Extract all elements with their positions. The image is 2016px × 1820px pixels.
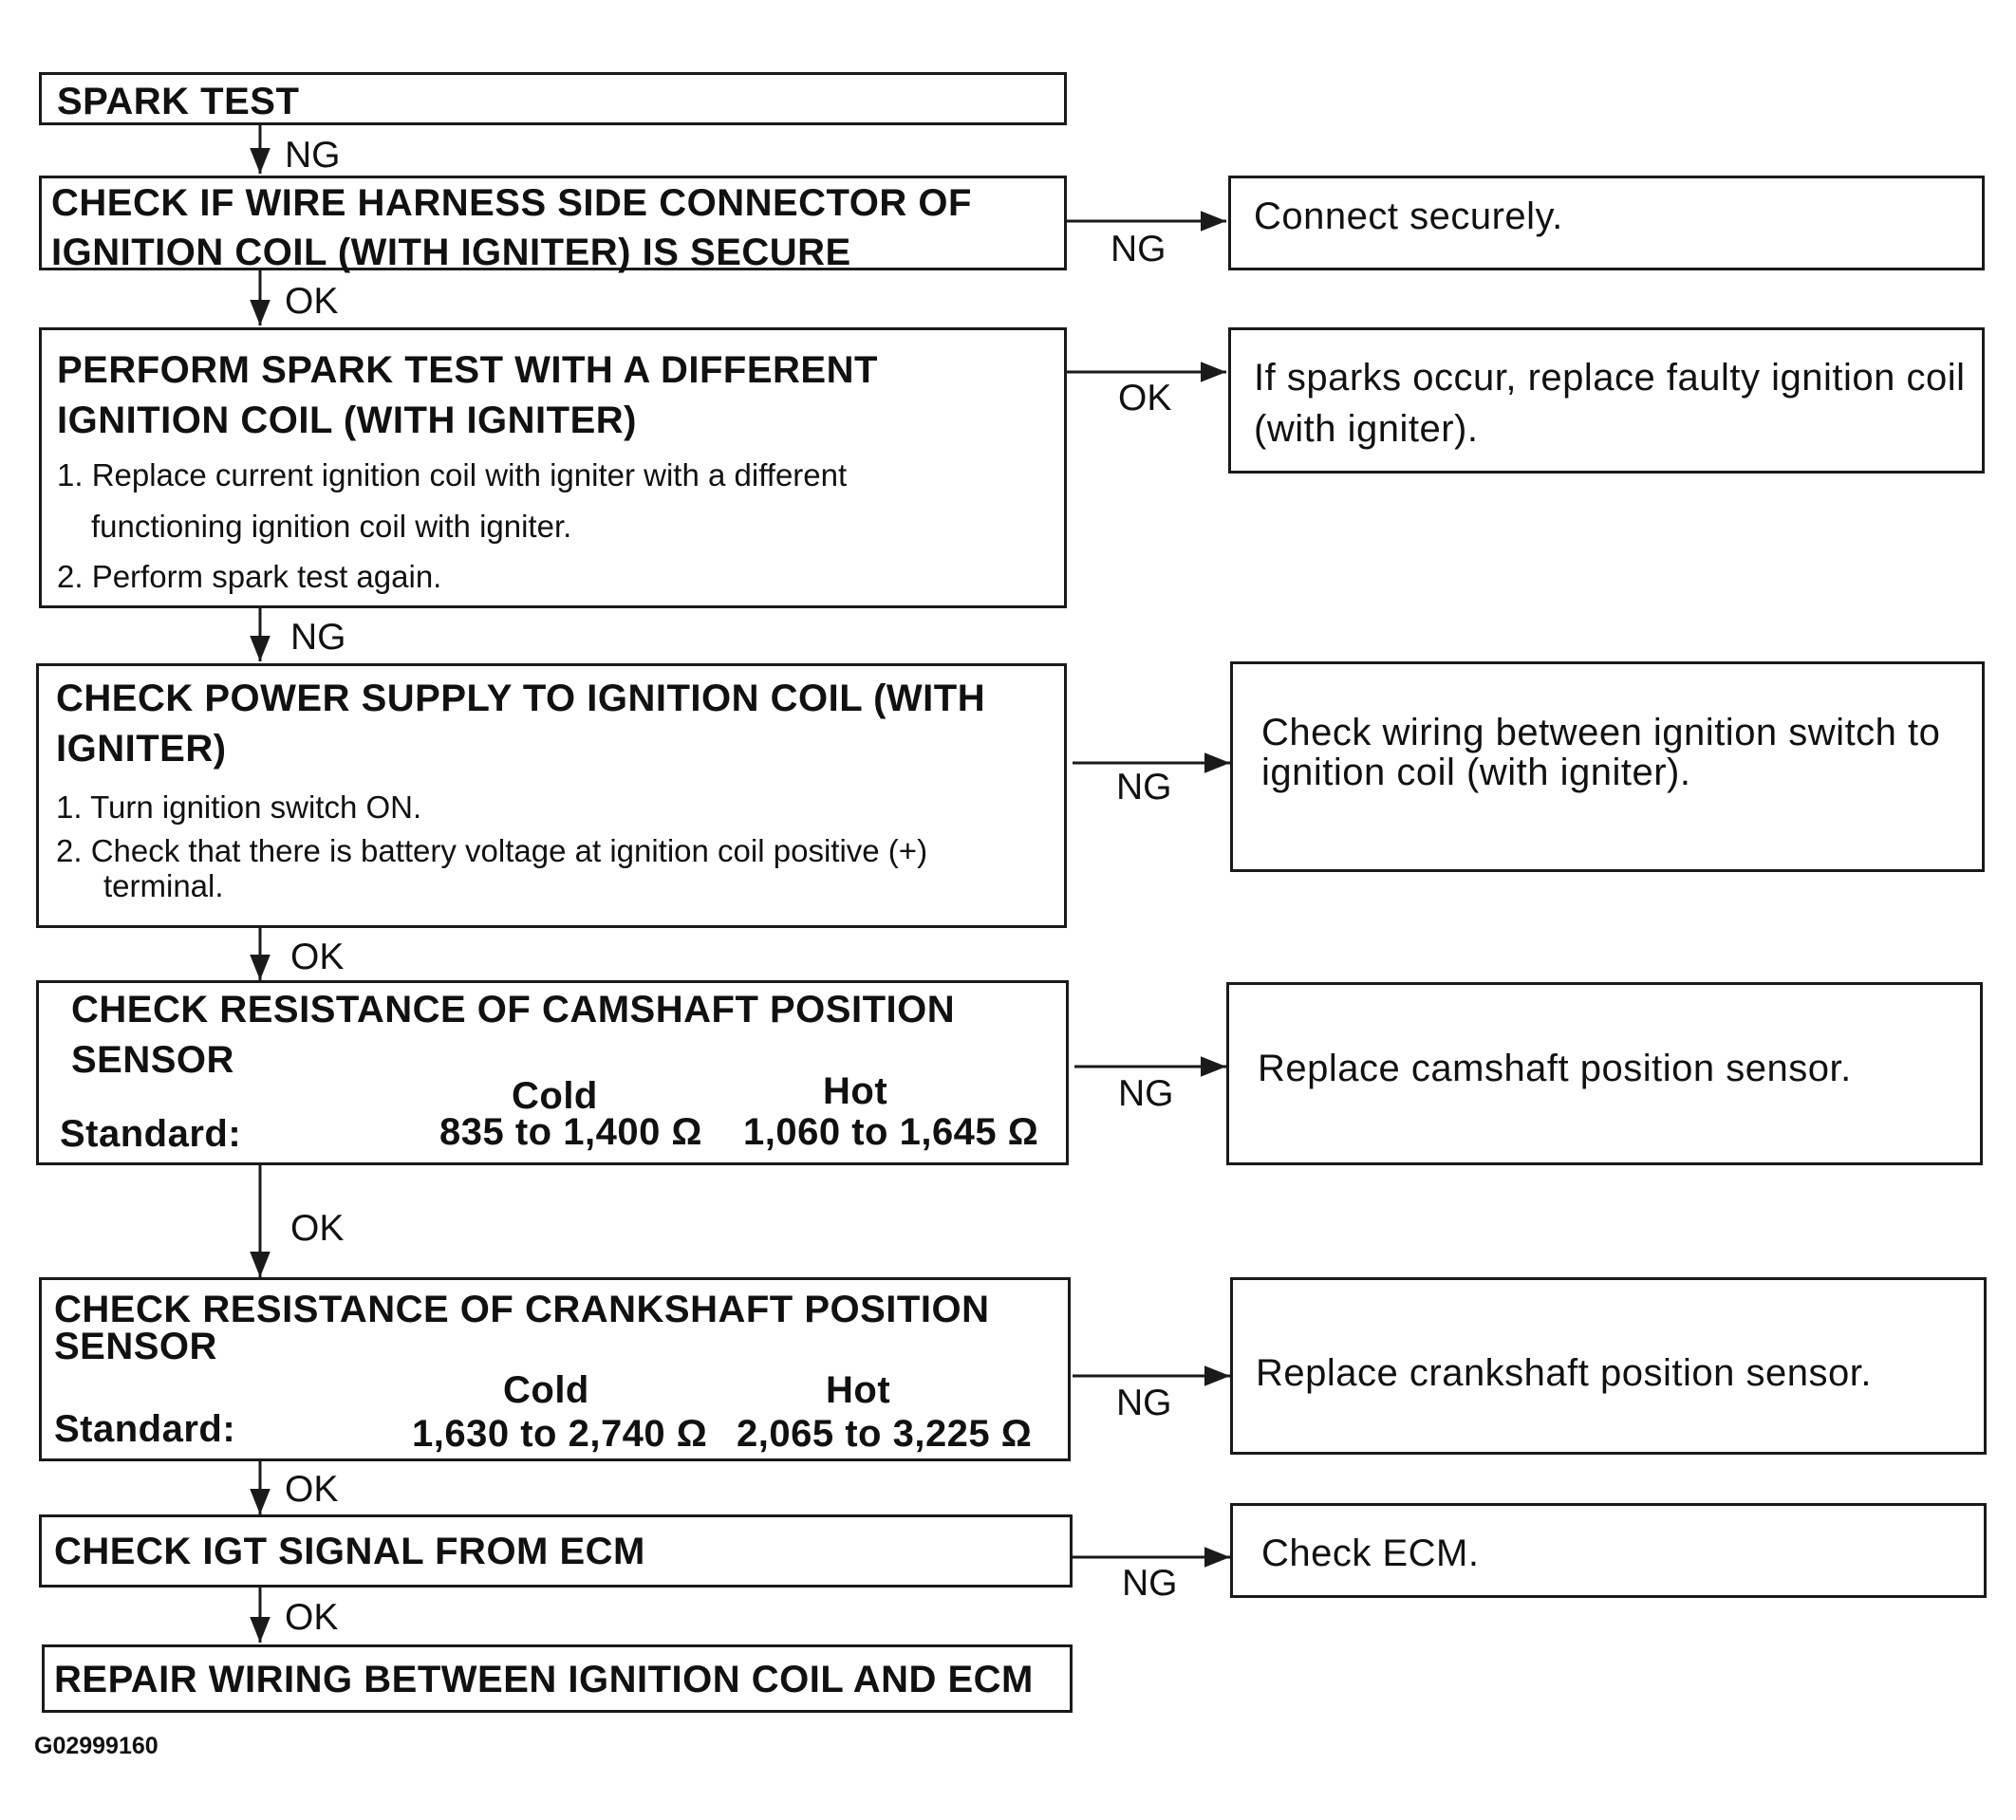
label-ng-1: NG <box>285 135 341 176</box>
step-title-line2: SENSOR <box>71 1039 234 1081</box>
step-title: REPAIR WIRING BETWEEN IGNITION COIL AND … <box>54 1659 1034 1700</box>
step-instruction-2b: terminal. <box>103 868 224 903</box>
result-connect-securely: Connect securely. <box>1228 176 1985 270</box>
result-text-line2: (with igniter). <box>1254 408 1479 450</box>
label-ok-5: OK <box>285 1597 339 1638</box>
step-check-connector: CHECK IF WIRE HARNESS SIDE CONNECTOR OF … <box>39 176 1067 273</box>
label-side-ng-5: NG <box>1122 1563 1178 1604</box>
step-instruction-1: 1. Turn ignition switch ON. <box>56 789 422 825</box>
label-side-ok: OK <box>1118 378 1172 418</box>
result-text-line1: Check wiring between ignition switch to <box>1261 712 1941 753</box>
label-ok-2: OK <box>290 937 345 977</box>
result-text: Replace crankshaft position sensor. <box>1256 1352 1872 1394</box>
label-ok-4: OK <box>285 1469 339 1510</box>
label-side-ng-2: NG <box>1116 767 1172 808</box>
step-check-power-supply: CHECK POWER SUPPLY TO IGNITION COIL (WIT… <box>36 663 1067 928</box>
cold-resistance-value: 1,630 to 2,740 Ω <box>412 1413 708 1455</box>
cold-header: Cold <box>503 1369 589 1411</box>
result-replace-ignition-coil: If sparks occur, replace faulty ignition… <box>1228 327 1985 474</box>
hot-resistance-value: 2,065 to 3,225 Ω <box>737 1413 1033 1455</box>
result-check-ecm: Check ECM. <box>1230 1503 1987 1598</box>
label-ng-2: NG <box>290 617 346 658</box>
label-ok-1: OK <box>285 281 339 322</box>
hot-resistance-value: 1,060 to 1,645 Ω <box>743 1111 1039 1153</box>
label-side-ng-1: NG <box>1111 229 1167 269</box>
label-side-ng-3: NG <box>1118 1073 1174 1114</box>
step-title-line1: CHECK RESISTANCE OF CAMSHAFT POSITION <box>71 989 956 1031</box>
standard-label: Standard: <box>60 1113 242 1155</box>
result-check-wiring: Check wiring between ignition switch to … <box>1230 661 1985 872</box>
step-title: SPARK TEST <box>57 81 300 122</box>
step-title-line1: CHECK RESISTANCE OF CRANKSHAFT POSITION <box>54 1289 990 1330</box>
label-side-ng-4: NG <box>1116 1383 1172 1423</box>
step-title-line2: IGNITION COIL (WITH IGNITER) <box>57 399 637 441</box>
step-spark-test: SPARK TEST <box>39 72 1067 125</box>
step-perform-spark-test: PERFORM SPARK TEST WITH A DIFFERENT IGNI… <box>39 327 1067 608</box>
result-text: Connect securely. <box>1254 195 1563 237</box>
cold-header: Cold <box>512 1075 598 1117</box>
step-check-crankshaft-sensor: CHECK RESISTANCE OF CRANKSHAFT POSITION … <box>39 1277 1071 1461</box>
result-text: Check ECM. <box>1261 1532 1480 1574</box>
result-replace-crankshaft-sensor: Replace crankshaft position sensor. <box>1230 1277 1987 1455</box>
step-title: CHECK IGT SIGNAL FROM ECM <box>54 1531 645 1572</box>
step-title-line2: SENSOR <box>54 1326 217 1367</box>
step-title-line2: IGNITION COIL (WITH IGNITER) IS SECURE <box>51 232 851 273</box>
hot-header: Hot <box>823 1070 888 1112</box>
result-replace-camshaft-sensor: Replace camshaft position sensor. <box>1226 982 1983 1165</box>
step-title-line2: IGNITER) <box>56 728 227 770</box>
figure-id: G02999160 <box>34 1733 159 1759</box>
result-text-line2: ignition coil (with igniter). <box>1261 752 1691 793</box>
step-instruction-1a: 1. Replace current ignition coil with ig… <box>57 457 848 492</box>
result-text: Replace camshaft position sensor. <box>1258 1048 1852 1089</box>
step-repair-wiring: REPAIR WIRING BETWEEN IGNITION COIL AND … <box>42 1644 1073 1713</box>
step-title-line1: PERFORM SPARK TEST WITH A DIFFERENT <box>57 349 878 391</box>
step-instruction-1b: functioning ignition coil with igniter. <box>91 509 572 544</box>
label-ok-3: OK <box>290 1208 345 1249</box>
result-text-line1: If sparks occur, replace faulty ignition… <box>1254 357 1966 399</box>
cold-resistance-value: 835 to 1,400 Ω <box>439 1111 702 1153</box>
standard-label: Standard: <box>54 1408 236 1450</box>
hot-header: Hot <box>826 1369 891 1411</box>
step-title-line1: CHECK POWER SUPPLY TO IGNITION COIL (WIT… <box>56 678 986 719</box>
step-check-camshaft-sensor: CHECK RESISTANCE OF CAMSHAFT POSITION SE… <box>36 980 1069 1165</box>
step-check-igt-signal: CHECK IGT SIGNAL FROM ECM <box>39 1514 1073 1588</box>
step-title-line1: CHECK IF WIRE HARNESS SIDE CONNECTOR OF <box>51 182 972 224</box>
step-instruction-2: 2. Perform spark test again. <box>57 559 442 594</box>
step-instruction-2a: 2. Check that there is battery voltage a… <box>56 833 928 868</box>
